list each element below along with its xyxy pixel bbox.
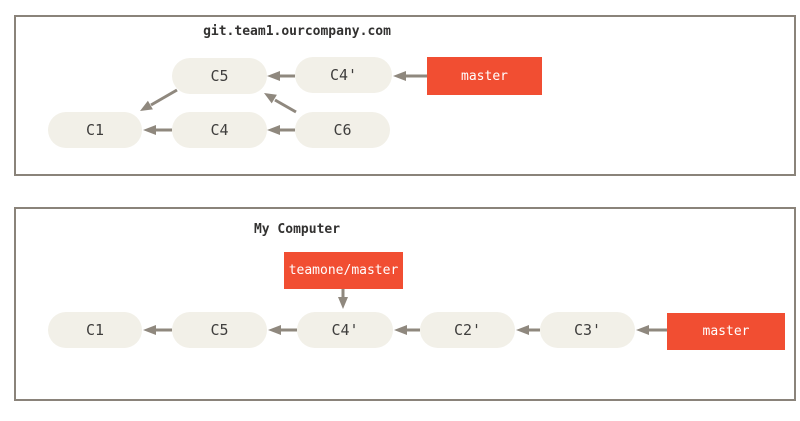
branch-label-master-local: master bbox=[667, 313, 785, 350]
commit-node-c4prime-local: C4' bbox=[297, 312, 393, 348]
commit-node-c6-server: C6 bbox=[295, 112, 390, 148]
edge-master-to-c4prime bbox=[393, 71, 427, 81]
edge-teamone-master-to-c4prime bbox=[338, 289, 348, 309]
commit-node-c1-server: C1 bbox=[48, 112, 142, 148]
edge-c4-to-c1 bbox=[143, 125, 172, 135]
edge-c6-to-c4 bbox=[267, 125, 295, 135]
branch-label-master-server: master bbox=[427, 57, 542, 95]
edge-c6-to-c5 bbox=[264, 93, 297, 114]
edge-master-to-c3prime bbox=[636, 325, 667, 335]
edge-c2prime-to-c4prime bbox=[394, 325, 420, 335]
commit-node-c5-server: C5 bbox=[172, 58, 267, 94]
commit-node-c3prime-local: C3' bbox=[540, 312, 635, 348]
commit-node-c1-local: C1 bbox=[48, 312, 142, 348]
panel-my-computer-title: My Computer bbox=[253, 222, 341, 237]
commit-node-c2prime-local: C2' bbox=[420, 312, 515, 348]
edge-c4prime-to-c5 bbox=[267, 71, 295, 81]
panel-server-title: git.team1.ourcompany.com bbox=[203, 24, 391, 39]
edge-c4prime-to-c5-local bbox=[268, 325, 297, 335]
panel-my-computer bbox=[14, 207, 796, 401]
branch-label-teamone-master: teamone/master bbox=[284, 252, 403, 289]
commit-node-c5-local: C5 bbox=[172, 312, 267, 348]
edge-c3prime-to-c2prime bbox=[516, 325, 540, 335]
edge-c5-to-c1 bbox=[140, 88, 178, 111]
commit-node-c4prime-server: C4' bbox=[295, 57, 392, 93]
panel-server bbox=[14, 15, 796, 176]
commit-node-c4-server: C4 bbox=[172, 112, 267, 148]
edge-c5-to-c1-local bbox=[143, 325, 172, 335]
